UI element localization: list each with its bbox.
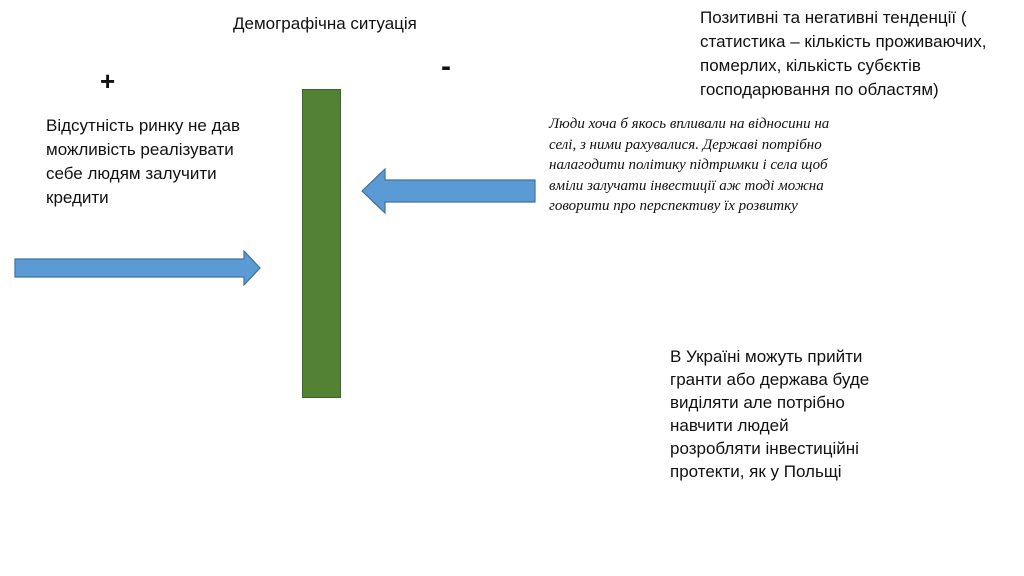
positive-factor-text: Відсутність ринку не дав можливість реал…: [46, 116, 241, 207]
left-arrow-icon: [361, 167, 536, 215]
grants-note: В Україні можуть прийти гранти або держа…: [670, 347, 870, 481]
minus-sign: -: [441, 50, 451, 83]
negative-factor-text: Люди хоча б якось впливали на відносини …: [549, 116, 830, 214]
right-arrow-icon: [14, 249, 261, 287]
diagram-title: Демографічна ситуація: [233, 14, 417, 33]
plus-sign: +: [100, 66, 116, 96]
tendencies-note: Позитивні та негативні тенденції ( стати…: [700, 8, 987, 99]
force-field-bar: [302, 89, 341, 398]
